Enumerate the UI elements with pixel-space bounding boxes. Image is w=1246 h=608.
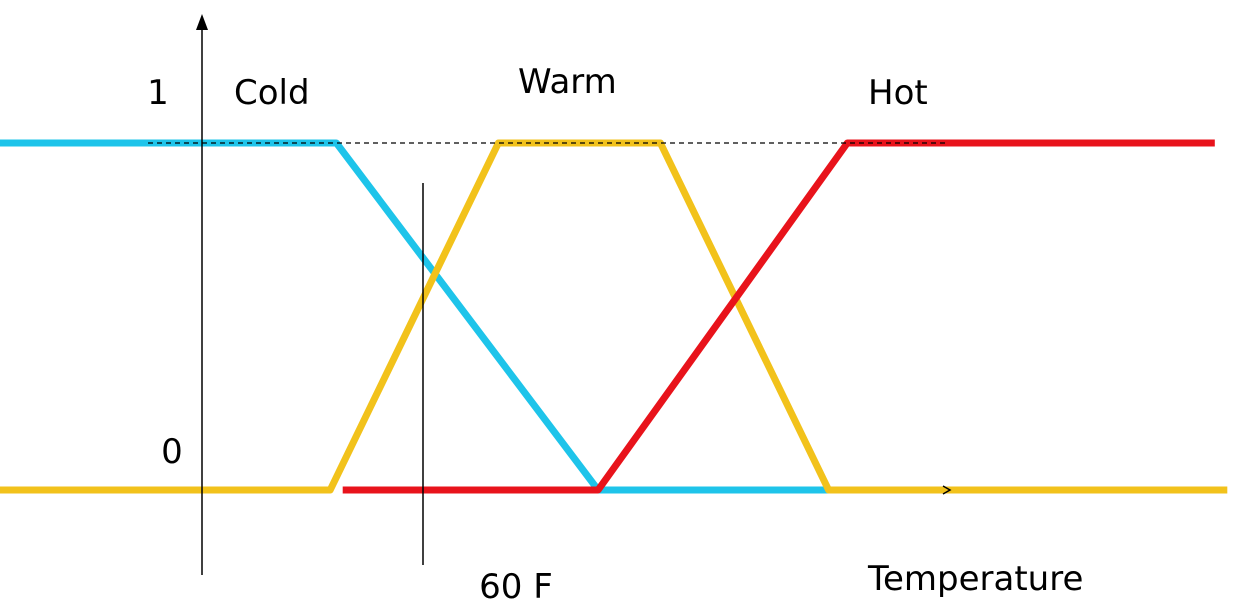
marker-label-60f: 60 F xyxy=(479,567,553,607)
series-label-hot: Hot xyxy=(868,73,928,113)
series-label-cold: Cold xyxy=(234,73,310,113)
series-label-warm: Warm xyxy=(518,62,617,102)
y-axis-arrowhead xyxy=(196,14,208,30)
y-tick-0: 0 xyxy=(161,432,183,472)
series-line-warm xyxy=(0,139,1228,494)
series-line-hot xyxy=(342,139,1215,494)
x-axis-arrowhead xyxy=(942,485,952,495)
series-layer xyxy=(0,139,1228,494)
x-axis-label: Temperature xyxy=(867,559,1083,599)
y-tick-1: 1 xyxy=(147,73,169,113)
